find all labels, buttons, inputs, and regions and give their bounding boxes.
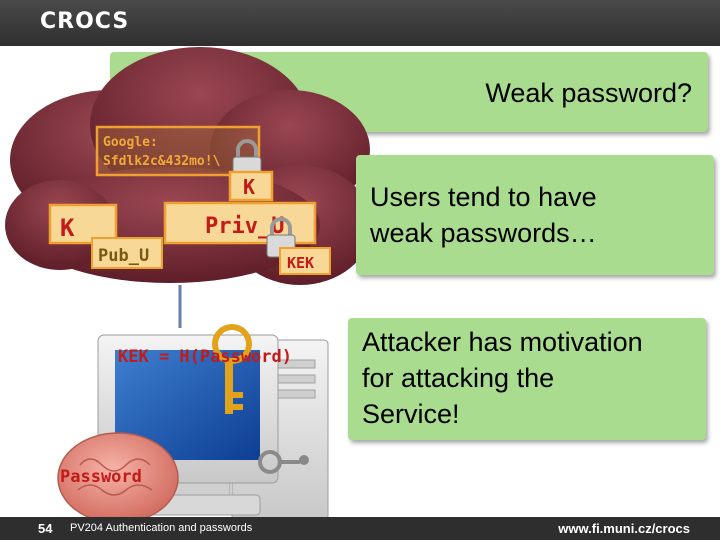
brain-icon (57, 432, 179, 524)
golden-key-icon (212, 324, 252, 414)
google-password-text: Sfdlk2c&432mo!\ (103, 154, 221, 169)
kek-label: KEK (287, 254, 314, 272)
attacker-line-3: Service! (362, 399, 460, 429)
google-password-box (95, 125, 261, 177)
course-title: PV204 Authentication and passwords (70, 522, 253, 534)
key-k-left-label: K (60, 214, 75, 242)
pub-u-box (91, 237, 163, 269)
key-k-box-cloud (228, 170, 274, 202)
key-k-box-left (48, 203, 118, 245)
footer-bar: 54 PV204 Authentication and passwords ww… (0, 517, 720, 540)
kek-formula: KEK = H(Password) (118, 347, 292, 367)
users-line-2: weak passwords… (370, 218, 597, 248)
attacker-line-1: Attacker has motivation (362, 327, 643, 357)
attacker-line-2: for attacking the (362, 363, 555, 393)
pub-u-label: Pub_U (98, 246, 149, 266)
page-number: 54 (38, 521, 53, 536)
crocs-logo: CROCS (40, 9, 130, 34)
users-weak-passwords-callout: Users tend to have weak passwords… (356, 155, 714, 275)
silver-keys-icon (258, 450, 300, 474)
attacker-motivation-callout: Attacker has motivation for attacking th… (348, 318, 706, 440)
key-k-cloud-label: K (243, 175, 255, 199)
kek-box (279, 247, 331, 275)
top-bar: CROCS (0, 0, 720, 46)
users-line-1: Users tend to have (370, 182, 597, 212)
weak-password-question: Weak password? (485, 78, 692, 108)
password-label: Password (60, 467, 142, 487)
footer-url: www.fi.muni.cz/crocs (558, 521, 690, 536)
google-label: Google: (103, 135, 158, 150)
